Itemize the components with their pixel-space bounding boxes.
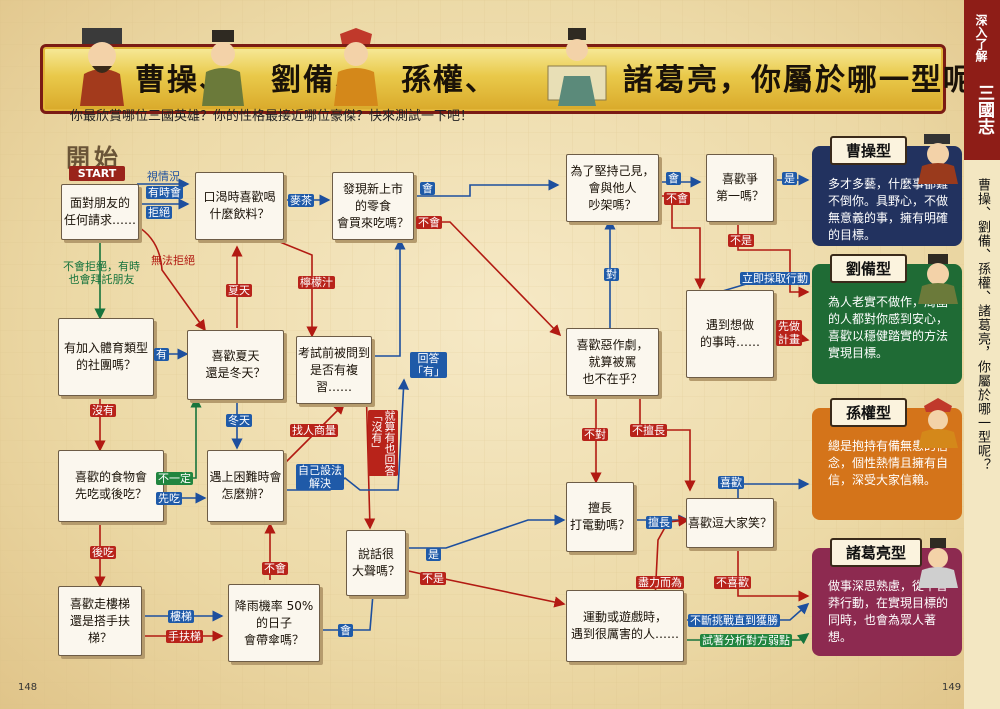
caocao-card-portrait-icon xyxy=(918,134,958,184)
result-body: 做事深思熟慮，從不魯莽行動，在實現目標的同時，也會為眾人著想。 xyxy=(828,579,949,644)
edge-label: 立即採取行動 xyxy=(740,272,810,285)
edge-label: 不會 xyxy=(262,562,288,575)
edge-label: 不是 xyxy=(420,572,446,585)
edge-label: 不是 xyxy=(728,234,754,247)
edge-label: 無法拒絕 xyxy=(151,254,195,267)
question-node: 遇上困難時會 怎麼辦？ xyxy=(207,450,284,522)
title-zhugeliang: 諸葛亮，你屬於哪一型呢？ xyxy=(623,63,1000,98)
sunquan-card-portrait-icon xyxy=(918,398,958,448)
edge-label: 不會 xyxy=(664,192,690,205)
edge-label: 視情況 xyxy=(147,170,180,183)
title-sunquan: 孫權、 xyxy=(401,63,497,98)
side-strip: 深入了解 三國志 曹操、劉備、孫權、諸葛亮，你屬於哪一型呢？ xyxy=(964,0,1000,709)
edge-label: 找人商量 xyxy=(290,424,338,437)
question-node: 為了堅持己見， 會與他人 吵架嗎？ xyxy=(566,154,659,222)
edge-label: 手扶梯 xyxy=(166,630,203,643)
edge-label: 檸檬汁 xyxy=(298,276,335,289)
question-node: 運動或遊戲時， 遇到很厲害的人…… xyxy=(566,590,684,662)
edge-label: 有時會 xyxy=(146,186,183,199)
edge-label: 會 xyxy=(338,624,353,637)
page-number-left: 148 xyxy=(18,682,38,693)
edge-label: 不喜歡 xyxy=(714,576,751,589)
result-title: 曹操型 xyxy=(830,136,908,165)
result-body: 多才多藝，什麼事都難不倒你。具野心，不做無意義的事，擁有明確的目標。 xyxy=(828,177,949,242)
edge-label: 喜歡 xyxy=(718,476,744,489)
edge-label: 試著分析對方弱點 xyxy=(700,634,792,647)
strip-subtitle: 曹操、劉備、孫權、諸葛亮，你屬於哪一型呢？ xyxy=(975,178,990,472)
question-node: 喜歡爭 第一嗎？ xyxy=(706,154,774,222)
question-node: 喜歡逗大家笑？ xyxy=(686,498,774,548)
liubei-card-portrait-icon xyxy=(918,254,958,304)
liubei-portrait-icon xyxy=(202,30,244,106)
strip-header: 深入了解 三國志 xyxy=(964,0,1000,160)
edge-label: 有 xyxy=(154,348,169,361)
edge-label: 不擅長 xyxy=(630,424,667,437)
result-card-liubei: 劉備型 為人老實不做作，周圍的人都對你感到安心，喜歡以穩健踏實的方法實現目標。 xyxy=(812,254,962,384)
edge-label: 不斷挑戰直到獲勝 xyxy=(688,614,780,627)
edge-label: 夏天 xyxy=(226,284,252,297)
edge-label: 會 xyxy=(420,182,435,195)
result-title: 孫權型 xyxy=(830,398,908,427)
edge-label: 自己設法 解決 xyxy=(296,464,344,490)
question-node: 有加入體育類型 的社團嗎？ xyxy=(58,318,154,396)
edge-label: 會 xyxy=(666,172,681,185)
start-badge: START xyxy=(69,166,125,181)
edge-label: 冬天 xyxy=(226,414,252,427)
edge-label: 不會拒絕，有時 也會拜託朋友 xyxy=(63,260,140,286)
page-number-right: 149 xyxy=(942,682,962,693)
question-node: 喜歡夏天 還是冬天？ xyxy=(187,330,284,400)
edge-label: 對 xyxy=(604,268,619,281)
result-title: 諸葛亮型 xyxy=(830,538,923,567)
edge-label: 不一定 xyxy=(156,472,193,485)
edge-label: 盡力而為 xyxy=(636,576,684,589)
zhugeliang-portrait-icon xyxy=(547,28,607,106)
question-node: 喜歡的食物會 先吃或後吃？ xyxy=(58,450,164,522)
result-title: 劉備型 xyxy=(830,254,908,283)
strip-brand: 三國志 xyxy=(974,84,994,135)
result-body: 為人老實不做作，周圍的人都對你感到安心，喜歡以穩健踏實的方法實現目標。 xyxy=(828,295,949,360)
subtitle: 你最欣賞哪位三國英雄？你的性格最接近哪位豪傑？快來測試一下吧！ xyxy=(70,109,474,124)
result-body: 總是抱持有備無患的信念，個性熱情且擁有自信，深受大家信賴。 xyxy=(828,439,949,487)
question-node: 降雨機率 50% 的日子 會帶傘嗎？ xyxy=(228,584,320,662)
edge-label: 先吃 xyxy=(156,492,182,505)
strip-top-text: 深入了解 xyxy=(974,14,988,62)
question-node: 面對朋友的 任何請求…… xyxy=(61,184,139,240)
edge-label: 就算有也回答 「沒有」 xyxy=(368,410,398,476)
question-node: 喜歡走樓梯 還是搭手扶梯？ xyxy=(58,586,142,656)
edge-label: 回答 「有」 xyxy=(410,352,447,378)
question-node: 發現新上市 的零食 會買來吃嗎？ xyxy=(332,172,414,240)
question-node: 考試前被問到 是否有複習…… xyxy=(296,336,372,404)
sunquan-portrait-icon xyxy=(334,28,378,106)
zhugeliang-card-portrait-icon xyxy=(918,538,958,588)
question-node: 說話很 大聲嗎？ xyxy=(346,530,406,596)
edge-label: 麥茶 xyxy=(288,194,314,207)
edge-label: 先做 計畫 xyxy=(776,320,802,346)
question-node: 遇到想做 的事時…… xyxy=(686,290,774,378)
edge-label: 擅長 xyxy=(646,516,672,529)
edge-label: 不會 xyxy=(416,216,442,229)
caocao-portrait-icon xyxy=(80,28,124,106)
edge-label: 樓梯 xyxy=(168,610,194,623)
edge-label: 拒絕 xyxy=(146,206,172,219)
question-node: 擅長 打電動嗎？ xyxy=(566,482,634,552)
edge-label: 是 xyxy=(782,172,797,185)
question-node: 喜歡惡作劇， 就算被罵 也不在乎？ xyxy=(566,328,659,396)
edge-label: 不對 xyxy=(582,428,608,441)
edge-label: 沒有 xyxy=(90,404,116,417)
question-node: 口渴時喜歡喝 什麼飲料？ xyxy=(195,172,284,240)
edge-label: 是 xyxy=(426,548,441,561)
edge-label: 後吃 xyxy=(90,546,116,559)
